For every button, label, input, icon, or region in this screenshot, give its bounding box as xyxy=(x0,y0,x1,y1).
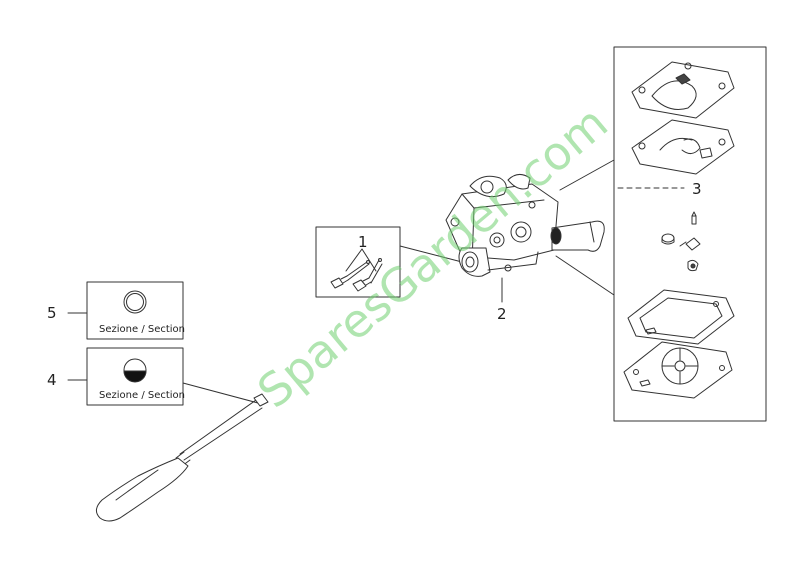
watermark-text: SparesGarden.com xyxy=(247,95,617,418)
callout-2: 2 xyxy=(497,305,507,323)
section-4-box xyxy=(86,347,184,406)
adjusting-screw-pair xyxy=(330,258,383,292)
callout-4: 4 xyxy=(47,371,57,389)
section-5-box xyxy=(86,281,184,340)
callout-1-leader xyxy=(345,248,377,272)
pump-gasket-top xyxy=(631,61,735,119)
callout-1: 1 xyxy=(358,233,368,251)
section-4-caption: Sezione / Section xyxy=(99,390,185,401)
metering-diaphragm xyxy=(623,341,733,399)
metering-gasket xyxy=(627,289,735,345)
adjusting-screwdriver xyxy=(96,393,269,522)
section-5-caption: Sezione / Section xyxy=(99,324,185,335)
needle-valve-parts xyxy=(661,211,701,272)
tool-leader xyxy=(182,382,259,404)
pump-diaphragm xyxy=(631,119,735,175)
carburettor-body xyxy=(445,174,605,277)
callout-5: 5 xyxy=(47,304,57,322)
callout-3: 3 xyxy=(692,180,702,198)
